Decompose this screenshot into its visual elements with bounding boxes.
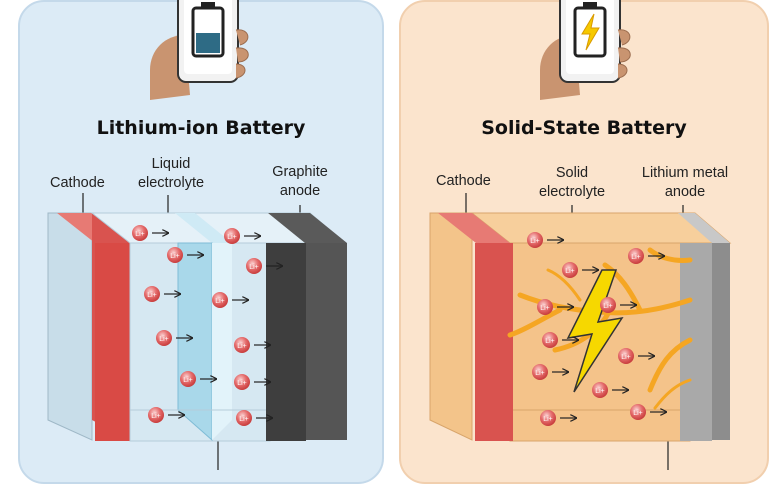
ion: Li+: [234, 337, 270, 353]
svg-text:Li+: Li+: [631, 254, 641, 261]
lithium-ion-cathode: [57, 213, 130, 441]
ion: Li+: [527, 232, 563, 248]
lithium-ion-anode-label: Graphite anode: [264, 163, 336, 201]
lithium-ion-ions: Li+ Li+ Li+ Li+ Li+ Li+ Li+ Li+ Li+ Li+ …: [132, 225, 282, 426]
svg-text:Li+: Li+: [535, 370, 545, 377]
ion: Li+: [148, 407, 184, 423]
battery-half-icon: [191, 2, 225, 58]
electrolyte-label-line2: electrolyte: [137, 175, 205, 191]
svg-text:Li+: Li+: [595, 388, 605, 395]
solid-state-cathode-label: Cathode: [436, 173, 491, 189]
ion: Li+: [167, 247, 203, 263]
ion: Li+: [236, 410, 272, 426]
metal-anode-label-line1: Lithium metal: [641, 165, 729, 181]
svg-text:Li+: Li+: [170, 253, 180, 260]
svg-text:Li+: Li+: [215, 298, 225, 305]
svg-text:Li+: Li+: [239, 416, 249, 423]
ion: Li+: [246, 258, 282, 274]
svg-text:Li+: Li+: [249, 264, 259, 271]
solid-state-anode-label: Lithium metal anode: [630, 164, 740, 202]
svg-text:Li+: Li+: [603, 303, 613, 310]
svg-text:Li+: Li+: [543, 416, 553, 423]
electrolyte-label-line1: Liquid: [151, 156, 191, 172]
ion: Li+: [600, 297, 636, 313]
ion: Li+: [540, 410, 576, 426]
anode-label-line1: Graphite: [272, 164, 328, 180]
ion: Li+: [132, 225, 168, 241]
svg-text:Li+: Li+: [151, 413, 161, 420]
svg-text:Li+: Li+: [633, 410, 643, 417]
anode-label-line2: anode: [279, 183, 321, 199]
solid-state-anode: [678, 213, 730, 441]
solid-state-title: Solid-State Battery: [481, 117, 687, 139]
solid-state-cathode: [438, 213, 513, 441]
battery-diagram-art: Li+ Li+ Li+ Li+ Li+ Li+ Li+ Li+ Li+ Li+ …: [47, 0, 732, 470]
ion: Li+: [156, 330, 192, 346]
ion: Li+: [144, 286, 180, 302]
lithium-ion-separator: [175, 213, 232, 442]
lithium-ion-cell: [47, 212, 347, 442]
svg-text:Li+: Li+: [135, 231, 145, 238]
svg-text:Li+: Li+: [227, 234, 237, 241]
solid-state-electrolyte-label: Solid electrolyte: [527, 164, 617, 202]
svg-text:Li+: Li+: [530, 238, 540, 245]
svg-text:Li+: Li+: [237, 343, 247, 350]
lightning-bolt-icon: [581, 13, 600, 51]
svg-text:Li+: Li+: [540, 305, 550, 312]
ion: Li+: [630, 404, 666, 420]
solid-electrolyte-label-line1: Solid: [555, 165, 589, 181]
svg-text:Li+: Li+: [621, 354, 631, 361]
ion: Li+: [562, 262, 598, 278]
svg-text:Li+: Li+: [159, 336, 169, 343]
svg-text:Li+: Li+: [237, 380, 247, 387]
lithium-ion-electrolyte-label: Liquid electrolyte: [126, 155, 216, 193]
svg-text:Li+: Li+: [545, 338, 555, 345]
ion: Li+: [618, 348, 654, 364]
ion: Li+: [212, 292, 248, 308]
battery-charging-icon: [573, 2, 607, 58]
ion: Li+: [234, 374, 270, 390]
lithium-ion-title: Lithium-ion Battery: [96, 117, 306, 139]
svg-text:Li+: Li+: [565, 268, 575, 275]
ion: Li+: [628, 248, 664, 264]
lithium-ion-cathode-label: Cathode: [50, 175, 105, 191]
ion: Li+: [542, 332, 578, 348]
solid-state-ions: Li+ Li+ Li+ Li+ Li+ Li+ Li+ Li+ Li+ Li+ …: [527, 232, 666, 426]
ion: Li+: [592, 382, 628, 398]
ion: Li+: [180, 371, 216, 387]
metal-anode-label-line2: anode: [664, 184, 706, 200]
hand-holding-phone-left: [150, 0, 249, 100]
solid-state-cell: [429, 212, 732, 442]
ion: Li+: [224, 228, 260, 244]
svg-text:Li+: Li+: [183, 377, 193, 384]
svg-text:Li+: Li+: [147, 292, 157, 299]
solid-electrolyte-label-line2: electrolyte: [538, 184, 606, 200]
ion: Li+: [537, 299, 573, 315]
hand-holding-phone-right: [540, 0, 631, 100]
lithium-ion-anode: [266, 213, 347, 441]
ion: Li+: [532, 364, 568, 380]
